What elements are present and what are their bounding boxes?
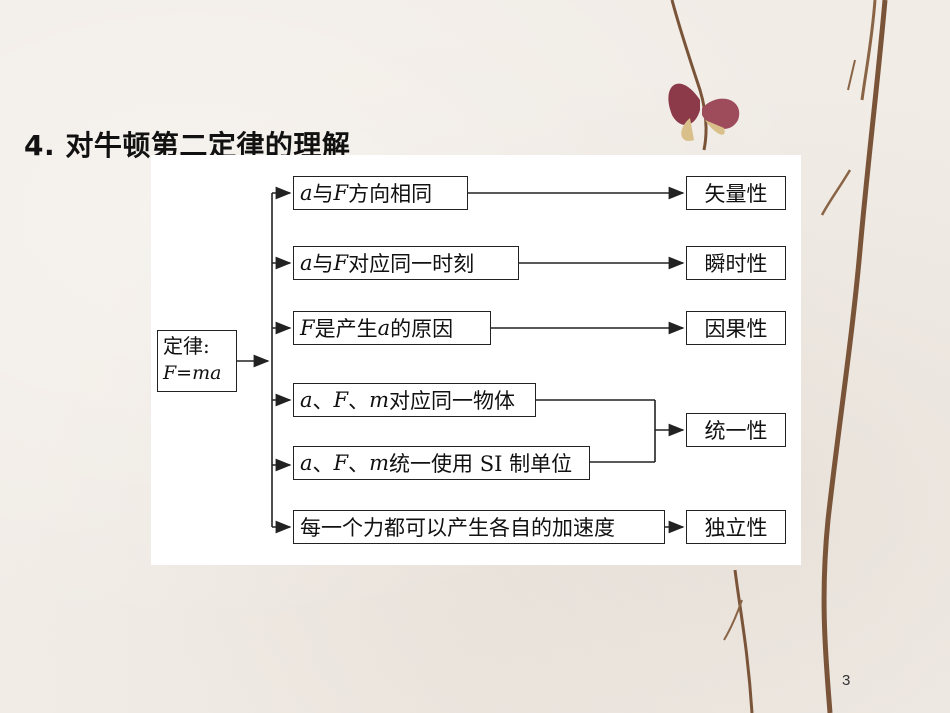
butterfly-icon xyxy=(668,83,740,141)
condition-box-si-units: a、F、m 统一使用 SI 制单位 xyxy=(293,446,590,480)
condition-box-independent-forces: 每一个力都可以产生各自的加速度 xyxy=(293,510,665,544)
law-box: 定律: F=ma xyxy=(157,330,237,392)
property-box-causal: 因果性 xyxy=(686,311,786,345)
page-number: 3 xyxy=(842,672,851,689)
property-box-vector: 矢量性 xyxy=(686,176,786,210)
law-formula: F=ma xyxy=(163,362,222,384)
law-label: 定律: xyxy=(163,334,210,358)
property-box-instantaneous: 瞬时性 xyxy=(686,246,786,280)
property-box-independent: 独立性 xyxy=(686,510,786,544)
condition-box-same-object: a、F、m 对应同一物体 xyxy=(293,383,536,417)
property-box-unified: 统一性 xyxy=(686,413,786,447)
